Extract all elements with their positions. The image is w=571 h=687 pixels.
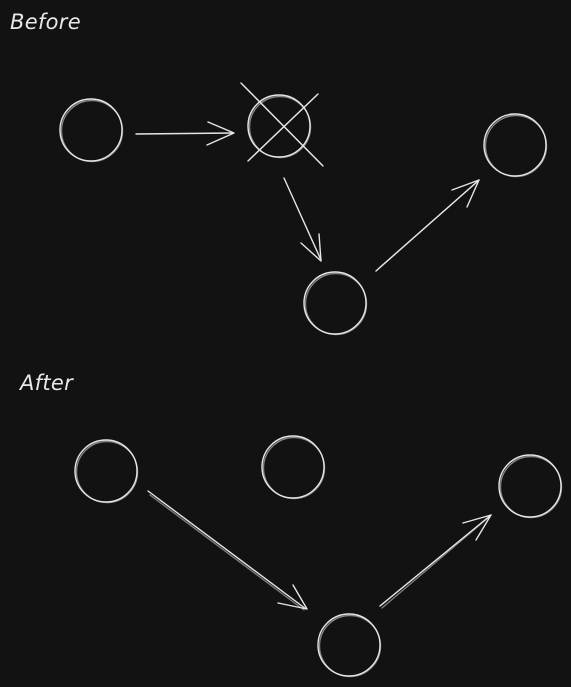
cross-out-mark bbox=[240, 82, 324, 167]
before-diagram bbox=[59, 82, 548, 336]
after-edge-1-to-3 bbox=[147, 490, 308, 611]
after-node-3[interactable] bbox=[317, 613, 382, 678]
before-node-1[interactable] bbox=[59, 98, 124, 163]
after-node-1[interactable] bbox=[74, 439, 139, 504]
after-diagram bbox=[74, 435, 563, 678]
after-node-4[interactable] bbox=[498, 454, 563, 519]
before-node-3[interactable] bbox=[303, 271, 368, 336]
after-node-2[interactable] bbox=[261, 435, 326, 500]
after-title: After bbox=[20, 371, 74, 395]
before-title: Before bbox=[10, 10, 81, 34]
after-edge-3-to-4 bbox=[379, 514, 492, 609]
before-edge-3-to-4 bbox=[375, 179, 480, 272]
before-node-4[interactable] bbox=[483, 113, 548, 178]
before-node-2-crossed[interactable] bbox=[240, 82, 324, 167]
before-edge-1-to-2 bbox=[135, 121, 235, 146]
before-edge-2-to-3 bbox=[283, 177, 322, 262]
